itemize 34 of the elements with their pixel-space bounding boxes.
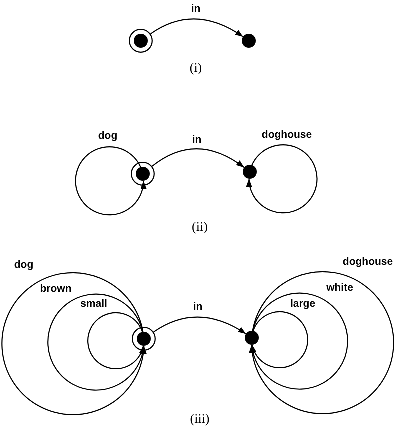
ring (131, 162, 155, 186)
loop-arrow (246, 144, 318, 214)
dot (136, 167, 150, 181)
subfigure-label: (i) (190, 60, 202, 76)
loop-arrow (250, 292, 348, 390)
dot (245, 331, 259, 345)
edge-label: doghouse (262, 130, 312, 142)
subfigure-label: (iii) (190, 412, 210, 426)
loop-arrow (250, 271, 394, 414)
subfigure-label: (ii) (192, 220, 208, 234)
edge-label: in (193, 302, 203, 314)
ring (129, 29, 153, 53)
edge-label: large (290, 299, 316, 311)
dot (242, 34, 256, 48)
dot (134, 34, 148, 48)
curved-arrow (154, 316, 246, 335)
edge-label: in (191, 4, 201, 16)
edge-label: small (80, 299, 108, 311)
edge-label: white (326, 283, 354, 295)
dot (137, 332, 151, 346)
edge-label: brown (40, 284, 72, 296)
edge-label: in (192, 135, 202, 147)
loop-arrow (75, 146, 146, 216)
edge-label: doghouse (342, 257, 394, 269)
loop-arrow (2, 272, 146, 416)
loop-arrow (48, 294, 146, 391)
loop-arrow (88, 312, 145, 370)
dot (243, 165, 257, 179)
curved-arrow (150, 18, 244, 38)
ring (132, 327, 156, 351)
curved-arrow (152, 148, 245, 168)
edge-label: dog (14, 260, 34, 272)
loop-arrow (251, 311, 308, 368)
edge-label: dog (98, 131, 118, 143)
